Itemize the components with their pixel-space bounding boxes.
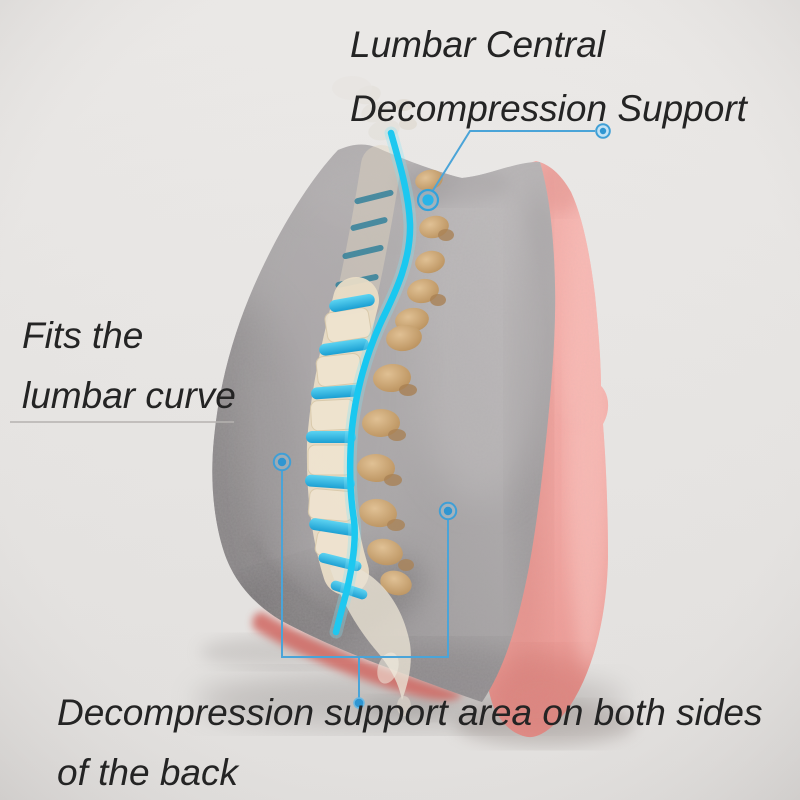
callout-dots xyxy=(272,123,611,709)
left-callout-line2: lumbar curve xyxy=(22,375,236,416)
top-callout-line xyxy=(431,130,595,193)
bracket-right-dot-icon xyxy=(438,501,458,521)
top-callout-line1: Lumbar Central xyxy=(350,24,607,65)
bottom-callout-line2: of the back xyxy=(57,752,241,793)
top-target-dot-icon xyxy=(416,188,440,212)
bracket-left-dot-icon xyxy=(272,452,292,472)
bottom-callout-line1: Decompression support area on both sides xyxy=(57,692,762,733)
bracket-end-dot-icon xyxy=(353,697,365,709)
top-callout-line2: Decompression Support xyxy=(350,88,749,129)
callout-lines xyxy=(10,130,595,698)
top-label-dot-icon xyxy=(595,123,611,139)
annotation-text: Lumbar Central Decompression Support Fit… xyxy=(22,24,762,793)
left-callout-line1: Fits the xyxy=(22,315,143,356)
